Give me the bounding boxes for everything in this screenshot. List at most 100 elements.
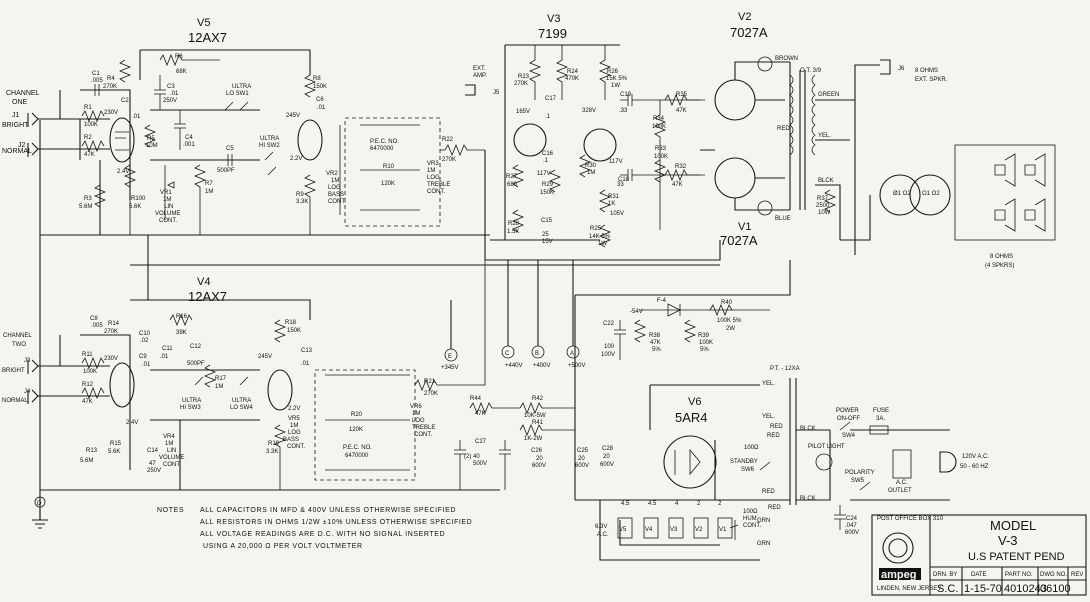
ultra-lo-4-switch-icon[interactable] [239,376,249,386]
v4a-cathode-voltage: 2.4V [126,420,138,426]
ultra-lo-1-sw: LO SW1 [226,91,249,97]
r8-label: R8 [313,76,321,82]
r22-value: 270K [442,157,456,163]
pt-tap-grn1: GRN [757,518,770,524]
r38-value: 47K [650,340,661,346]
r20-value: 120K [349,427,363,433]
r11-symbol [81,356,105,370]
r1-label: R1 [84,105,92,111]
r15-value: 5.6K [108,449,120,455]
hum-label: 100Ω [743,509,758,515]
c19-value: .33 [619,108,628,114]
ultra-hi-3-switch-icon[interactable] [194,376,204,386]
heater-v1-label: V1 [719,527,727,533]
v2-tube-envelope [714,79,756,121]
j6-jack-icon[interactable] [880,59,891,75]
c25-label: C25 [577,448,589,454]
pt-tap-grn2: GRN [757,541,770,547]
channel-one-label-2: ONE [12,99,28,106]
ch2-wiring [38,299,500,491]
ch2-tone-stack-box [314,369,416,481]
v4b-cathode-voltage: 2.2V [288,406,300,412]
r6-label: R6 [175,54,183,60]
r12-label: R12 [82,382,94,388]
power-switch-label-2: ON-OFF [837,416,860,422]
ot-label: O.T. 3/9 [800,68,822,74]
vr1-func2: CONT. [159,218,177,224]
hum-control-icon[interactable] [729,520,739,540]
vr5-label: VR5 [288,416,300,422]
fuse-icon [869,425,889,435]
ultra-hi-2-switch-icon[interactable] [264,151,277,176]
vr3-taper: LOG [427,175,440,181]
val-date: 1-15-70 [964,583,1002,595]
vr2-func: BASS [328,192,344,198]
socket-pin-label: O1 O2 [922,191,940,197]
c4-value: .001 [183,142,195,148]
speaker-socket-right [909,174,951,216]
ultra-hi-2-label: ULTRA [260,136,279,142]
notes-block: NOTES ALL CAPACITORS IN MFD & 400V UNLES… [157,507,472,550]
c1-symbol [80,84,130,96]
r37-rating: 10W [818,210,831,216]
r19-label: R19 [268,441,280,447]
j6-desc: EXT. SPKR. [915,77,948,83]
r3-symbol [93,184,107,208]
ch1-tone-stack-wiring [339,124,420,215]
pt-tap-yel1: YEL. [762,381,775,387]
v3-type: 7199 [538,26,567,41]
ultra-hi-3-sw: HI SW3 [180,405,201,411]
channel-two-label-2: TWO [12,342,26,348]
ultra-lo-1-switch-icon[interactable] [224,101,249,111]
pilot-light-icon [815,453,833,471]
r29-label: R29 [542,182,554,188]
note-3: ALL VOLTAGE READINGS ARE D.C. WITH NO SI… [200,531,445,538]
pt-label: P.T. - 12XA [770,366,800,372]
vr3-func2: CONT. [427,189,445,195]
note-2: ALL RESISTORS IN OHMS 1/2W ±10% UNLESS O… [200,519,472,526]
vr5-taper: LOG [288,430,301,436]
wire-red-label: RED [777,126,790,132]
v4a-plate-voltage: 230V [104,356,118,362]
c19-label: C19 [620,92,632,98]
c4-symbol [174,110,186,150]
r18-label: R18 [285,320,297,326]
vr6-label: VR6 [410,404,422,410]
vr2-func2: CONT. [328,199,346,205]
r9-label: R9 [296,192,304,198]
c10-value: .02 [140,338,149,344]
c27-label: C27 [475,439,487,445]
power-switch-icon[interactable] [839,421,851,431]
r32-label: R32 [675,164,687,170]
standby-switch-icon[interactable] [759,461,771,471]
v6-label: V6 [688,396,701,408]
polarity-switch-icon[interactable] [859,481,871,491]
r8-symbol [303,74,317,98]
c5-label: C5 [226,146,234,152]
ot-secondary-coil [811,74,816,156]
vr1-taper: LIN [164,204,173,210]
speaker-plug-left [879,174,921,216]
r30-value: 1M [587,170,595,176]
r25-rating: 1W [598,241,607,247]
r5-value: 10M [146,143,158,149]
heater-v3-box [668,517,684,539]
r27-value: 680 [507,182,518,188]
r26-rating: 1W [611,83,620,89]
v4-label: V4 [197,276,210,288]
heater-pin-3: 4 [675,501,679,507]
r21-label: R21 [424,379,436,385]
r6-symbol [159,53,220,67]
r27-label: R27 [506,174,518,180]
mains-voltage: 120V A.C. [962,454,989,460]
v3b-117v: 117V [609,159,623,165]
r26-label: R26 [607,69,619,75]
r25-symbol [598,224,612,248]
c17-value: .1 [545,114,551,120]
c24-label: C24 [846,516,858,522]
ac-outlet-label-2: OUTLET [888,488,912,494]
r16-value: 39K [176,330,187,336]
channel-two-label: CHANNEL [3,333,32,339]
r32-symbol [664,168,705,182]
r28-label: R28 [508,221,520,227]
